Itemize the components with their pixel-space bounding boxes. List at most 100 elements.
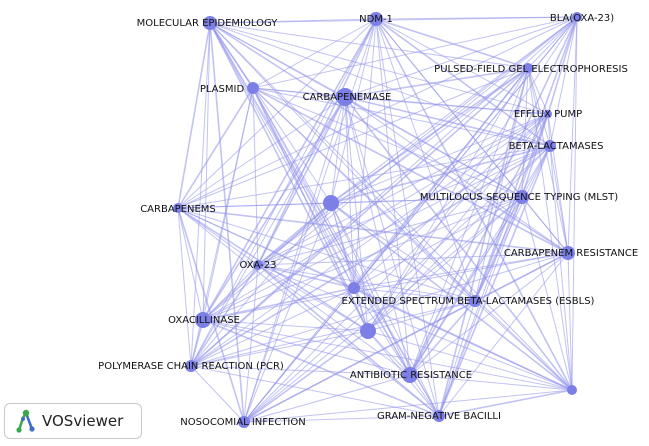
edge-unlabeled-1--esbls (330, 202, 476, 302)
edge-bla-oxa-23--carbapenem-resistance (567, 16, 578, 254)
edge-carbapenems--oxacillinase (177, 207, 204, 321)
edge-esbls--unlabeled-4 (474, 300, 573, 391)
edge-pulsed-field-gel-electrophoresis--gram-negative-bacilli (438, 67, 529, 417)
edge-carbapenemase--carbapenems (177, 96, 346, 209)
edge-oxa-23--oxacillinase (202, 264, 259, 321)
edge-efflux-pump--unlabeled-3 (367, 113, 549, 332)
node-mlst[interactable] (515, 190, 529, 204)
node-ndm-1[interactable] (369, 12, 383, 26)
edge-carbapenem-resistance--unlabeled-4 (567, 252, 573, 391)
node-label-carbapenemase[interactable]: CARBAPENEMASE (303, 92, 392, 103)
edge-ndm-1--esbls (375, 18, 476, 302)
node-pulsed-field-gel-electrophoresis[interactable] (523, 63, 533, 73)
edge-efflux-pump--antibiotic-resistance (409, 113, 549, 376)
edge-mlst--oxa-23 (257, 196, 523, 266)
node-unlabeled-3[interactable] (360, 323, 376, 339)
node-label-esbls[interactable]: EXTENDED SPECTRUM BETA-LACTAMASES (ESBLS… (342, 296, 595, 307)
edge-oxa-23--unlabeled-4 (257, 264, 573, 391)
node-molecular-epidemiology[interactable] (203, 16, 217, 30)
edge-pulsed-field-gel-electrophoresis--unlabeled-1 (330, 67, 529, 204)
node-label-bla-oxa-23[interactable]: BLA(OXA-23) (550, 13, 614, 24)
node-carbapenem-resistance[interactable] (561, 246, 575, 260)
node-label-plasmid[interactable]: PLASMID (200, 84, 245, 95)
edge-unlabeled-1--gram-negative-bacilli (330, 202, 440, 417)
edge-pulsed-field-gel-electrophoresis--esbls (474, 67, 529, 302)
edge-unlabeled-4--nosocomial-infection (243, 389, 573, 423)
node-label-molecular-epidemiology[interactable]: MOLECULAR EPIDEMIOLOGY (137, 18, 279, 29)
edge-molecular-epidemiology--pcr (190, 22, 211, 367)
node-label-nosocomial-infection[interactable]: NOSOCOMIAL INFECTION (180, 417, 305, 428)
edge-unlabeled-3--pcr (190, 330, 369, 367)
edge-carbapenems--nosocomial-infection (177, 207, 245, 423)
node-label-carbapenems[interactable]: CARBAPENEMS (140, 204, 216, 215)
node-efflux-pump[interactable] (544, 110, 552, 118)
edge-pulsed-field-gel-electrophoresis--mlst (521, 67, 529, 198)
node-label-efflux-pump[interactable]: EFFLUX PUMP (514, 109, 582, 120)
edge-bla-oxa-23--beta-lactamases (549, 16, 578, 147)
node-label-carbapenem-resistance[interactable]: CARBAPENEM RESISTANCE (504, 248, 638, 259)
node-label-beta-lactamases[interactable]: BETA-LACTAMASES (509, 141, 604, 152)
edge-plasmid--antibiotic-resistance (252, 87, 411, 376)
node-label-oxa-23[interactable]: OXA-23 (239, 260, 276, 271)
edge-carbapenems--esbls (177, 207, 476, 302)
edge-beta-lactamases--unlabeled-3 (367, 145, 551, 332)
edge-bla-oxa-23--pcr (190, 16, 578, 367)
edge-carbapenemase--unlabeled-1 (330, 96, 346, 204)
edge-bla-oxa-23--efflux-pump (547, 16, 578, 115)
edge-mlst--unlabeled-4 (521, 196, 573, 391)
edge-mlst--unlabeled-2 (353, 196, 523, 289)
edge-unlabeled-2--pcr (190, 287, 355, 367)
edge-carbapenemase--unlabeled-4 (344, 96, 573, 391)
edge-beta-lactamases--unlabeled-1 (330, 145, 551, 204)
node-beta-lactamases[interactable] (544, 140, 556, 152)
edge-carbapenemase--oxa-23 (257, 96, 346, 266)
edge-oxacillinase--antibiotic-resistance (202, 319, 411, 376)
node-label-antibiotic-resistance[interactable]: ANTIBIOTIC RESISTANCE (350, 370, 472, 381)
edge-carbapenems--gram-negative-bacilli (177, 207, 440, 417)
node-plasmid[interactable] (247, 82, 259, 94)
node-bla-oxa-23[interactable] (572, 12, 582, 22)
edge-carbapenem-resistance--unlabeled-2 (353, 252, 569, 289)
edge-bla-oxa-23--carbapenemase (344, 16, 578, 98)
edge-carbapenemase--unlabeled-2 (344, 96, 355, 289)
edge-carbapenemase--antibiotic-resistance (344, 96, 411, 376)
vosviewer-badge[interactable]: VOSviewer (4, 403, 142, 439)
node-nosocomial-infection[interactable] (238, 416, 250, 428)
node-label-oxacillinase[interactable]: OXACILLINASE (168, 315, 240, 326)
vosviewer-label: VOSviewer (42, 412, 124, 430)
edge-beta-lactamases--oxacillinase (202, 145, 551, 321)
edge-pulsed-field-gel-electrophoresis--beta-lactamases (527, 67, 551, 147)
node-carbapenems[interactable] (173, 203, 183, 213)
node-oxacillinase[interactable] (195, 312, 211, 328)
edge-carbapenem-resistance--pcr (190, 252, 569, 367)
node-pcr[interactable] (185, 360, 197, 372)
node-label-pcr[interactable]: POLYMERASE CHAIN REACTION (PCR) (98, 361, 284, 372)
edge-pulsed-field-gel-electrophoresis--carbapenem-resistance (527, 67, 569, 254)
node-label-ndm-1[interactable]: NDM-1 (359, 14, 393, 25)
node-unlabeled-1[interactable] (323, 195, 339, 211)
edge-unlabeled-1--mlst (330, 196, 523, 204)
edge-mlst--antibiotic-resistance (409, 196, 523, 376)
node-esbls[interactable] (469, 295, 481, 307)
node-label-mlst[interactable]: MULTILOCUS SEQUENCE TYPING (MLST) (420, 192, 618, 203)
node-antibiotic-resistance[interactable] (402, 367, 418, 383)
node-label-pulsed-field-gel-electrophoresis[interactable]: PULSED-FIELD GEL ELECTROPHORESIS (434, 64, 628, 75)
node-carbapenemase[interactable] (336, 88, 354, 106)
node-oxa-23[interactable] (253, 260, 263, 270)
edge-molecular-epidemiology--pulsed-field-gel-electrophoresis (209, 22, 529, 69)
edge-bla-oxa-23--unlabeled-1 (330, 16, 578, 204)
edge-unlabeled-4--gram-negative-bacilli (438, 389, 573, 417)
edge-carbapenemase--nosocomial-infection (243, 96, 346, 423)
node-unlabeled-2[interactable] (348, 282, 360, 294)
edge-carbapenem-resistance--oxacillinase (202, 252, 569, 321)
edge-plasmid--unlabeled-2 (252, 87, 355, 289)
edge-ndm-1--unlabeled-1 (330, 18, 377, 204)
node-label-gram-negative-bacilli[interactable]: GRAM-NEGATIVE BACILLI (377, 411, 501, 422)
node-unlabeled-4[interactable] (567, 385, 577, 395)
edge-bla-oxa-23--unlabeled-4 (571, 16, 578, 391)
edge-unlabeled-1--oxacillinase (202, 202, 332, 321)
edge-layer (177, 16, 578, 423)
node-gram-negative-bacilli[interactable] (433, 410, 445, 422)
edge-bla-oxa-23--antibiotic-resistance (409, 16, 578, 376)
